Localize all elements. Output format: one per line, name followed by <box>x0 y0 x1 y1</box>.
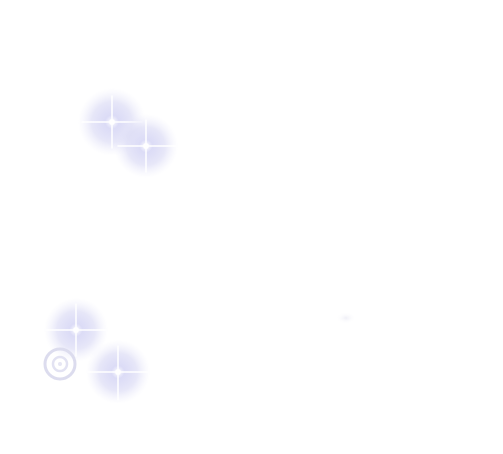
faint-smudge <box>336 312 356 324</box>
sparkle-icon <box>44 298 108 362</box>
sparkle-cluster-top <box>78 88 178 178</box>
target-ring-icon <box>43 347 77 381</box>
sparkle-icon <box>86 340 150 404</box>
sparkle-icon <box>114 114 178 178</box>
sparkle-cluster-bottom <box>43 298 150 404</box>
